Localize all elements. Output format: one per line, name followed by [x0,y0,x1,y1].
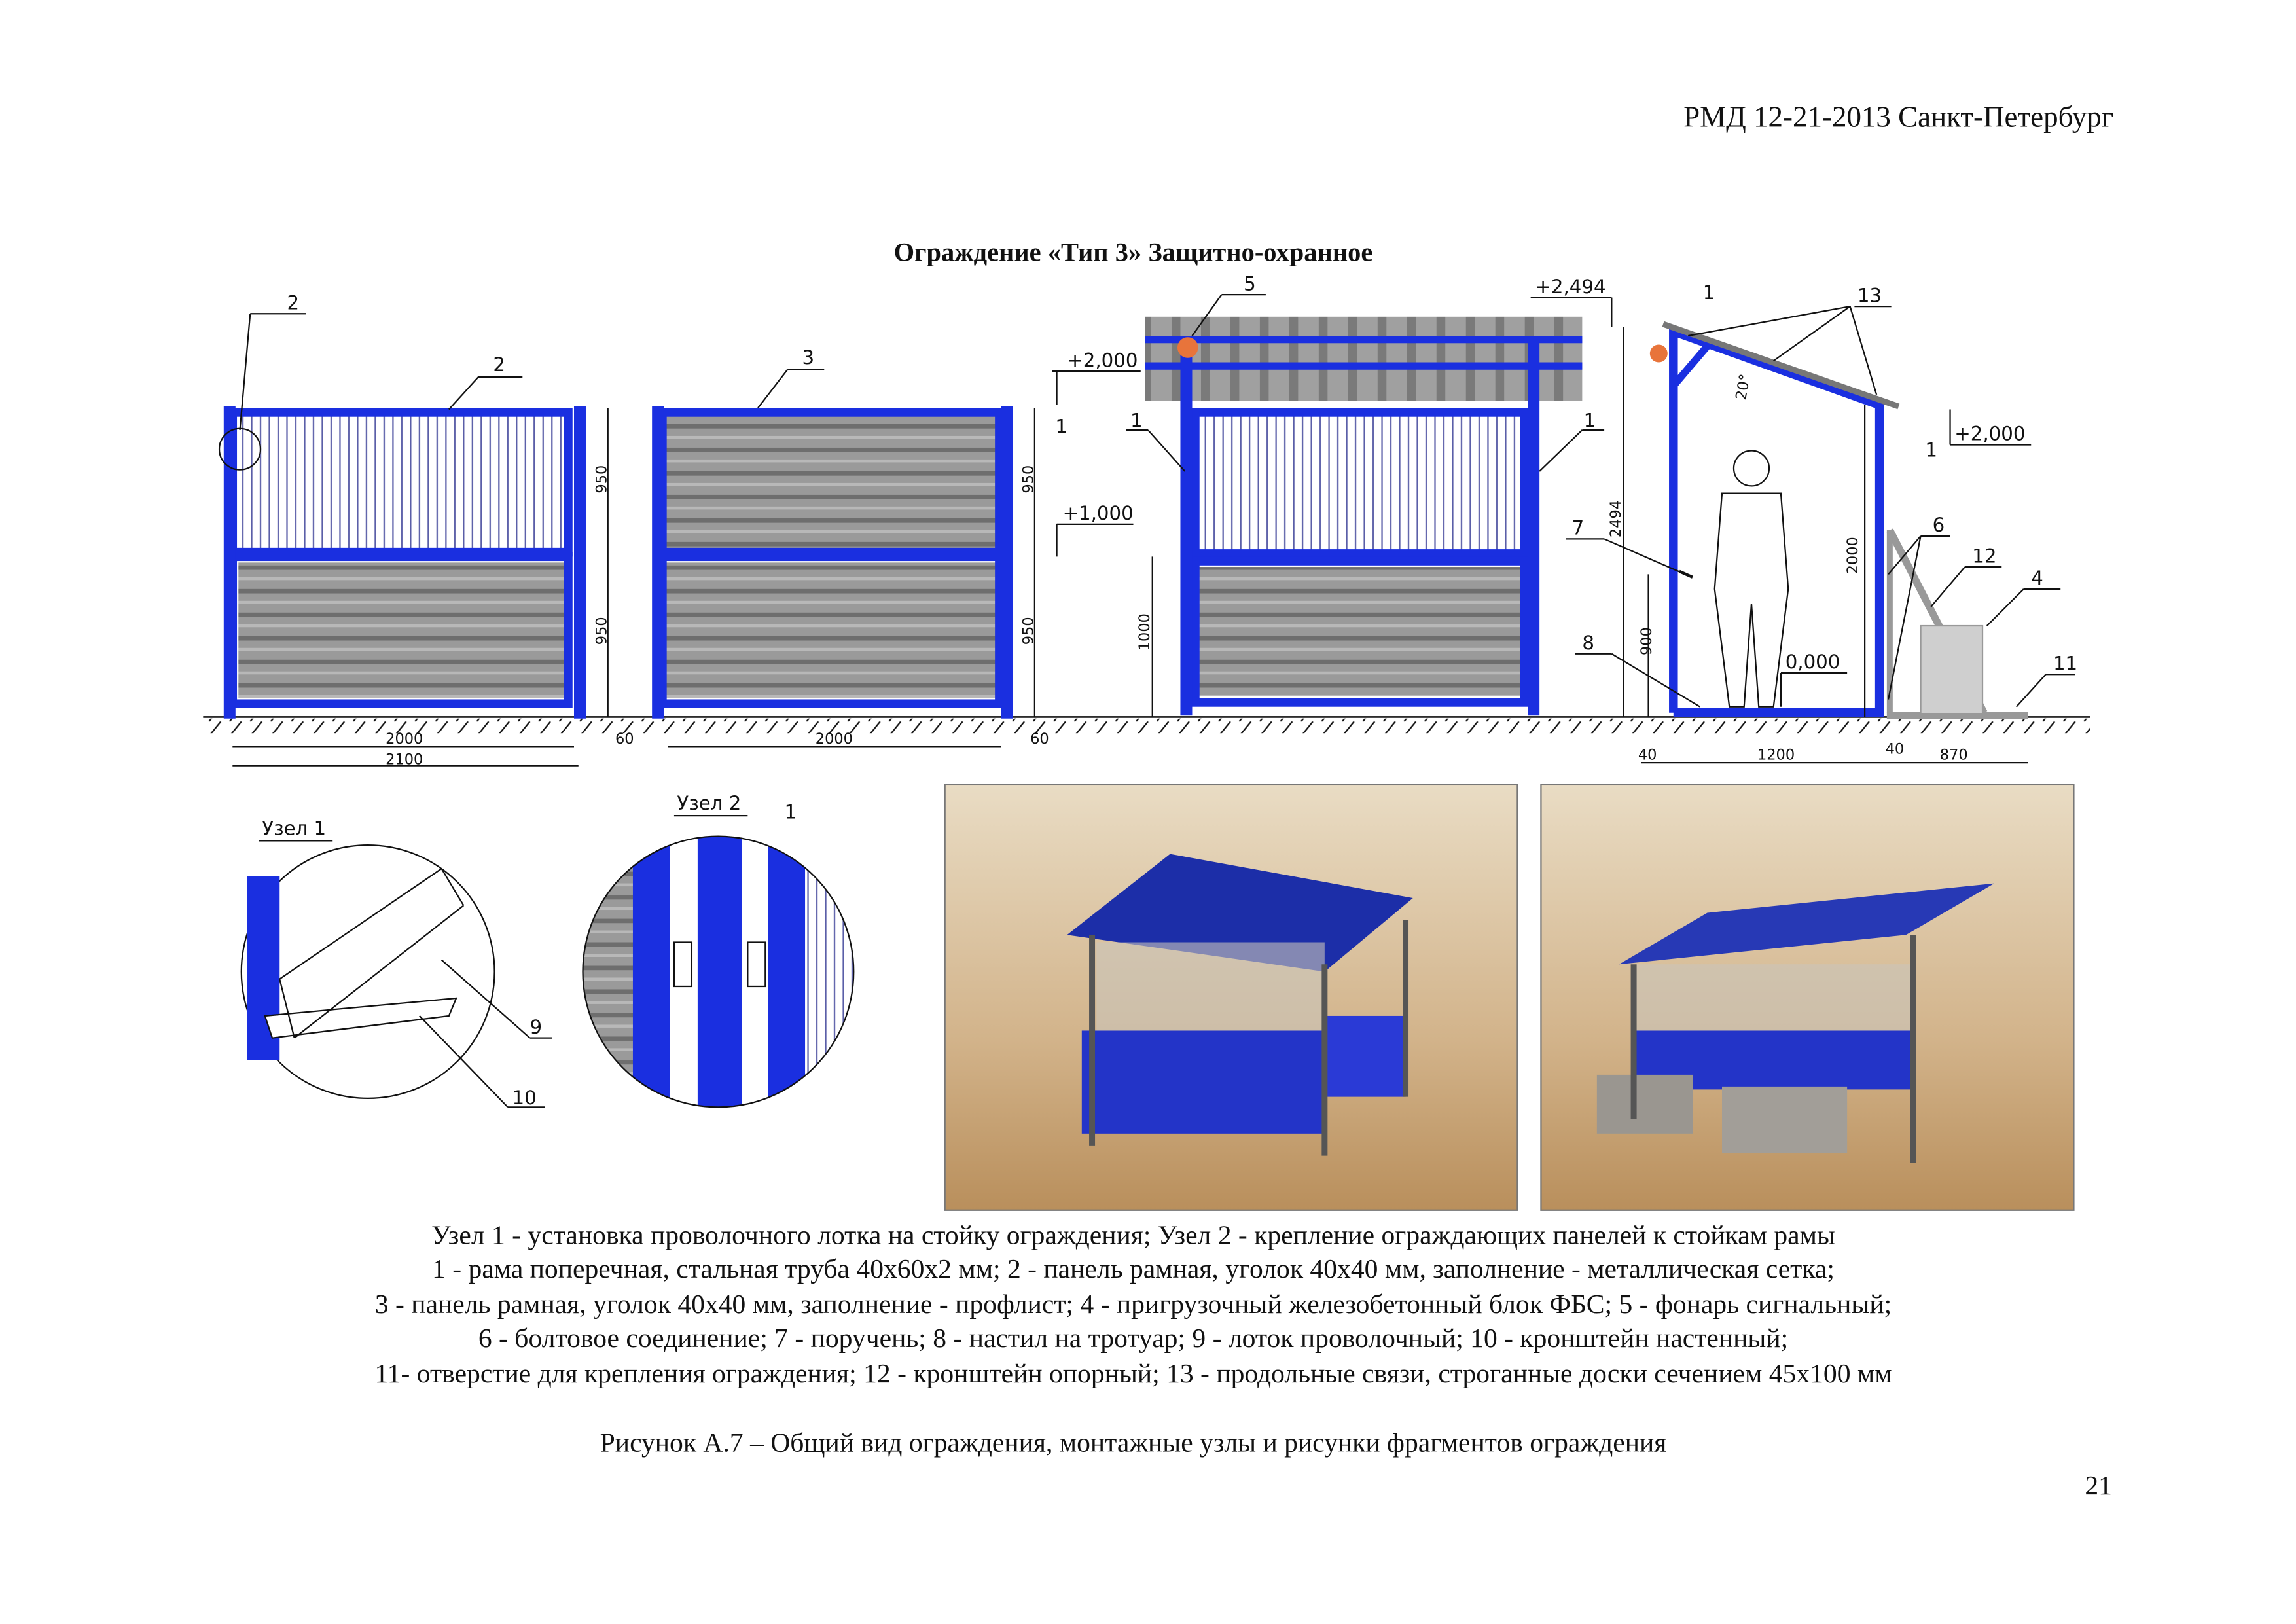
callout-2a: 2 [287,292,300,314]
page-number: 21 [2085,1470,2112,1500]
dim-950-c: 950 [1020,465,1037,494]
render-photo-front [944,784,1518,1211]
dim-1000: 1000 [1136,613,1153,651]
callout-5: 5 [1244,272,1256,295]
callout-1c: 1 [1055,415,1067,437]
level-2494: +2,494 [1535,276,1605,298]
document-reference: РМД 12-21-2013 Санкт-Петербург [1683,101,2113,134]
dim-870: 870 [1940,747,1968,764]
callout-12: 12 [1972,545,1996,567]
dim-2000-c: 2000 [1844,537,1861,574]
callout-4: 4 [2031,567,2043,589]
callout-9: 9 [530,1016,543,1038]
callout-labels: 2 2 3 5 1 1 1 1 1 13 7 8 6 12 4 11 [287,272,2078,674]
callout-13: 13 [1857,284,1882,306]
callout-1e: 1 [1925,439,1937,461]
angle-20: 20° [1732,372,1754,401]
signal-lamp-icon [1177,337,1198,358]
dim-40-b: 40 [1886,741,1905,758]
node-1-label: Узел 1 [262,817,326,839]
callout-7: 7 [1572,517,1585,539]
dim-60-a: 60 [615,731,634,748]
dim-950-d: 950 [1020,617,1037,645]
person-silhouette [1713,450,1789,708]
callout-1b: 1 [1584,409,1596,431]
callout-11: 11 [2053,652,2077,674]
dim-950-b: 950 [593,617,610,645]
legend-line-2: 1 - рама поперечная, стальная труба 40х6… [432,1254,1835,1284]
fence-panel-profile-elevation [652,406,1013,719]
level-1000: +1,000 [1063,502,1134,524]
dim-900: 900 [1638,627,1655,655]
drawing-title: Ограждение «Тип 3» Защитно-охранное [894,237,1373,266]
dim-2494: 2494 [1607,500,1624,537]
signal-lamp-icon-section [1649,344,1668,363]
render-photo-side [1540,784,2075,1211]
callout-6: 6 [1933,514,1945,536]
dim-2000-a: 2000 [386,731,423,748]
shelter-front-elevation [1145,316,1583,716]
legend-line-3: 3 - панель рамная, уголок 40х40 мм, запо… [375,1289,1892,1319]
dim-40-a: 40 [1638,747,1657,764]
legend-line-1: Узел 1 - установка проволочного лотка на… [431,1219,1835,1250]
legend-line-4: 6 - болтовое соединение; 7 - поручень; 8… [478,1323,1788,1353]
level-0: 0,000 [1785,651,1840,673]
callout-8: 8 [1582,632,1594,654]
shelter-cross-section [1649,321,2028,719]
node-2-detail: Узел 2 1 [582,792,855,1108]
legend-text: Узел 1 - установка проволочного лотка на… [374,1219,1892,1388]
dim-2100: 2100 [386,751,423,768]
level-2000-section: +2,000 [1954,423,2025,445]
callout-1-node2: 1 [785,801,797,823]
node-1-detail: Узел 1 9 10 [240,817,552,1109]
fence-panel-mesh-elevation [218,406,586,719]
figure-caption: Рисунок А.7 – Общий вид ограждения, монт… [600,1428,1667,1458]
level-2000-front: +2,000 [1067,349,1138,371]
callout-1a: 1 [1130,409,1143,431]
dim-2000-b: 2000 [816,731,853,748]
callout-3: 3 [802,346,815,369]
dim-60-b: 60 [1030,731,1049,748]
dim-1200: 1200 [1757,747,1795,764]
dimension-lines [232,293,2075,767]
callout-1d: 1 [1703,281,1715,304]
ground-line [203,716,2090,734]
legend-line-5: 11- отверстие для крепления ограждения; … [374,1358,1892,1388]
callout-10: 10 [512,1087,537,1109]
fbs-block [1920,624,1984,715]
dim-950-a: 950 [593,465,610,494]
node-2-label: Узел 2 [677,792,741,814]
dimension-labels: 2000 2100 60 2000 60 950 950 950 950 100… [386,372,1968,768]
callout-2: 2 [493,353,505,376]
level-marks: +2,494 +2,000 +1,000 +2,000 0,000 [1063,276,2026,673]
